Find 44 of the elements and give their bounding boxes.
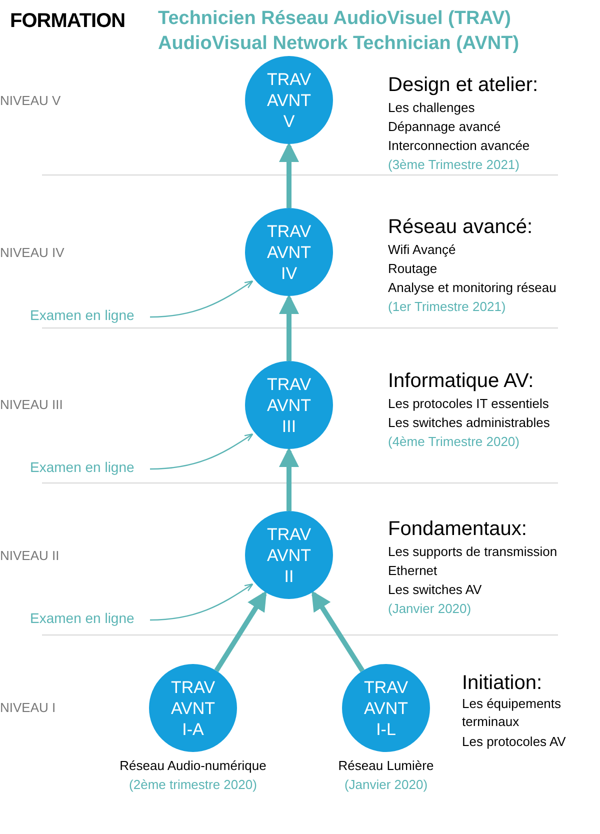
arrow — [279, 447, 299, 511]
exam-note: Examen en ligne — [30, 456, 146, 478]
date-text: (2ème trimestre 2020) — [129, 776, 257, 794]
section-heading: Fondamentaux: — [388, 517, 527, 542]
section-heading: Informatique AV: — [388, 369, 534, 394]
date-text: (1er Trimestre 2021) — [388, 298, 506, 316]
topic-text: Wifi Avançé — [388, 241, 456, 259]
topic-text: Dépannage avancé — [388, 118, 501, 136]
arrow — [150, 583, 254, 621]
title: Technicien Réseau AudioVisuel (TRAV) AudioVisual Network Technician (AVNT) — [158, 7, 520, 56]
heading: FORMATION — [10, 9, 126, 34]
topic-text: Réseau Lumière — [338, 757, 434, 775]
topic-text: Les protocoles IT essentiels — [388, 395, 549, 413]
level-label: NIVEAU II — [0, 547, 60, 565]
level-label: NIVEAU IV — [0, 244, 64, 262]
date-text: (Janvier 2020) — [388, 600, 472, 618]
exam-note: Examen en ligne — [30, 607, 146, 629]
arrow — [279, 294, 299, 361]
topic-text: Les protocoles AV — [462, 733, 566, 751]
arrow — [214, 590, 267, 672]
topic-text: Réseau Audio-numérique — [120, 757, 266, 775]
section-heading: Initiation: — [462, 671, 542, 696]
arrow — [150, 280, 254, 318]
arrow — [312, 590, 365, 672]
level-label: NIVEAU V — [0, 92, 61, 110]
topic-text: Analyse et monitoring réseau — [388, 279, 556, 297]
topic-text: Les équipements terminaux — [462, 695, 562, 731]
topic-text: Ethernet — [388, 562, 438, 580]
topic-text: Routage — [388, 260, 438, 278]
topic-text: Interconnection avancée — [388, 137, 530, 155]
topic-text: Les switches AV — [388, 581, 482, 599]
level-label: NIVEAU III — [0, 396, 63, 414]
topic-text: Les switches administrables — [388, 414, 550, 432]
topic-text: Les supports de transmission — [388, 543, 558, 561]
exam-note: Examen en ligne — [30, 304, 146, 326]
section-heading: Design et atelier: — [388, 73, 538, 98]
level-label: NIVEAU I — [0, 699, 56, 717]
section-heading: Réseau avancé: — [388, 215, 533, 240]
arrow — [279, 142, 299, 208]
arrow — [150, 433, 254, 470]
date-text: (3ème Trimestre 2021) — [388, 156, 520, 174]
date-text: (Janvier 2020) — [344, 776, 428, 794]
topic-text: Les challenges — [388, 99, 475, 117]
date-text: (4ème Trimestre 2020) — [388, 433, 520, 451]
